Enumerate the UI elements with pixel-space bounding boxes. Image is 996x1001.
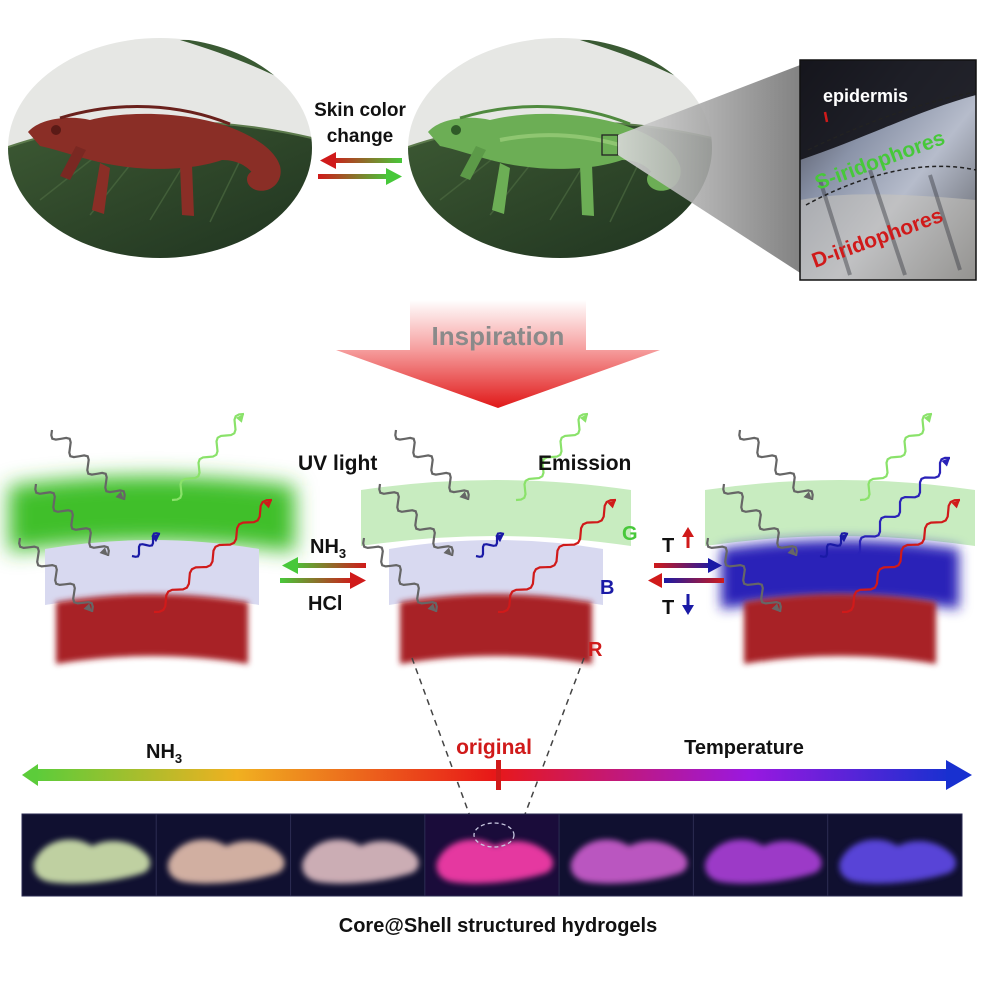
blue-emission-wave bbox=[131, 532, 161, 558]
uv-wave-3 bbox=[18, 537, 94, 613]
blue-layer bbox=[45, 540, 259, 605]
skin-change-reverse-arrow bbox=[320, 152, 402, 169]
hydrogel-strip bbox=[21, 813, 963, 897]
uv-wave-1 bbox=[738, 429, 814, 501]
red-emission-wave bbox=[497, 498, 617, 614]
scale-temperature-label: Temperature bbox=[684, 737, 804, 759]
uv-wave-1 bbox=[394, 429, 470, 501]
skin-color-label-line1: Skin color bbox=[314, 100, 406, 121]
zoom-circle bbox=[473, 822, 515, 848]
ammonia-arrows: NH3 HCl bbox=[280, 536, 366, 615]
skin-color-label-line2: change bbox=[327, 126, 394, 147]
layer-models bbox=[9, 412, 975, 664]
hydrogel-sample bbox=[692, 813, 829, 897]
red-layer bbox=[56, 594, 248, 664]
hydrogel-sample bbox=[155, 813, 292, 897]
inspiration-arrow: Inspiration bbox=[336, 300, 660, 408]
blue-layer bbox=[721, 540, 959, 609]
temperature-arrows: T T bbox=[648, 527, 724, 619]
zoom-lines bbox=[411, 657, 585, 839]
epidermis-label: epidermis bbox=[823, 86, 908, 106]
green-emission-wave bbox=[171, 412, 245, 502]
green-emission-wave bbox=[859, 412, 933, 502]
uv-wave-1 bbox=[50, 429, 126, 501]
red-layer bbox=[400, 594, 592, 664]
uv-wave-3 bbox=[706, 537, 782, 613]
uv-wave-2 bbox=[34, 483, 110, 557]
layer-b-label: B bbox=[600, 577, 614, 599]
ammonia-state-model bbox=[9, 412, 295, 664]
hydrogel-sample bbox=[827, 813, 963, 897]
uv-wave-2 bbox=[722, 483, 798, 557]
green-chameleon-icon bbox=[428, 105, 681, 216]
zoom-cone bbox=[618, 62, 808, 278]
emission-label: Emission bbox=[538, 452, 631, 475]
skin-color-change-label: Skin color change bbox=[314, 100, 406, 147]
red-chameleon-icon bbox=[28, 105, 281, 216]
hydrogel-sample bbox=[424, 813, 560, 897]
scale-original-label: original bbox=[456, 736, 532, 759]
left-chameleon-photo bbox=[8, 38, 312, 258]
blue-emission-wave bbox=[475, 532, 505, 558]
uv-wave-3 bbox=[362, 537, 438, 613]
hcl-label: HCl bbox=[308, 593, 342, 615]
color-scale-arrow: NH3 original Temperature bbox=[22, 736, 972, 790]
red-emission-wave bbox=[841, 498, 961, 614]
scale-nh3-label: NH3 bbox=[146, 741, 182, 766]
inspiration-label: Inspiration bbox=[432, 321, 565, 351]
red-emission-wave bbox=[153, 498, 273, 614]
uv-wave-2 bbox=[378, 483, 454, 557]
layer-letters: G B R bbox=[588, 523, 638, 661]
caption: Core@Shell structured hydrogels bbox=[339, 915, 657, 937]
strong-blue-emission-wave bbox=[849, 456, 951, 558]
t-down-label: T bbox=[662, 597, 674, 619]
uv-light-label-group: UV light Emission bbox=[298, 452, 631, 475]
original-state-model bbox=[361, 412, 631, 664]
skin-change-forward-arrow bbox=[318, 168, 402, 185]
temperature-state-model bbox=[705, 412, 975, 664]
t-up-label: T bbox=[662, 535, 674, 557]
hydrogel-sample bbox=[290, 813, 426, 897]
layer-g-label: G bbox=[622, 523, 638, 545]
hydrogel-sample bbox=[558, 813, 694, 897]
red-layer bbox=[744, 594, 936, 664]
green-emission-wave bbox=[515, 412, 589, 502]
blue-layer bbox=[389, 540, 603, 605]
nh3-label: NH3 bbox=[310, 536, 346, 561]
blue-emission-wave bbox=[819, 532, 849, 558]
uv-light-label: UV light bbox=[298, 452, 377, 475]
hydrogel-sample bbox=[21, 813, 157, 897]
layer-r-label: R bbox=[588, 639, 603, 661]
green-layer bbox=[9, 476, 295, 552]
skin-cross-section-inset: epidermis S-iridophores D-iridophores bbox=[799, 59, 977, 281]
